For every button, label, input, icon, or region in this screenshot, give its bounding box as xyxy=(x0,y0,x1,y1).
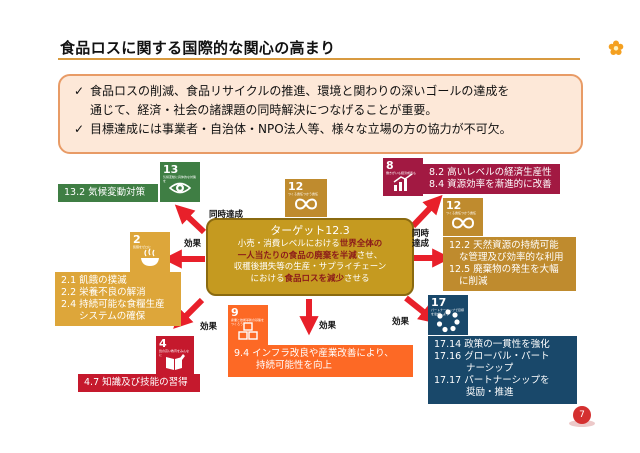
arrow-to-goal13 xyxy=(174,204,207,235)
simultaneous-achievement-tag-right: 同時 達成 xyxy=(412,229,430,249)
goal12-label: 12.2 天然資源の持続可能 な管理及び効率的な利用 12.5 廃棄物の発生を大… xyxy=(443,237,576,291)
arrow-to-goal17 xyxy=(404,295,438,324)
infinity-icon xyxy=(294,198,318,210)
goal17-icon-tile: 17 パートナーシップで目標を達成しよう xyxy=(428,295,468,335)
target-12-3-box: ターゲット12.3 小売・消費レベルにおける世界全体の 一人当たりの食品の廃棄を… xyxy=(206,218,414,296)
goal9-label: 9.4 インフラ改良や産業改善により、 持続可能性を向上 xyxy=(228,345,413,377)
arrow-to-goal4 xyxy=(173,297,205,329)
summary-box: ✓ 食品ロスの削減、食品リサイクルの推進、環境と関わりの深いゴールの達成を 通じ… xyxy=(58,74,583,154)
checkmark-icon: ✓ xyxy=(74,122,85,136)
target-heading: ターゲット12.3 xyxy=(270,224,350,237)
flower-decoration-icon xyxy=(608,40,624,55)
goal8-icon-tile: 8 働きがいも経済成長も xyxy=(383,158,423,196)
target-text-line: における食品ロスを減少させる xyxy=(250,273,370,284)
page-number: 7 xyxy=(573,406,591,424)
goal17-label: 17.14 政策の一貫性を強化 17.16 グローバル・パート ナーシップ 17… xyxy=(428,336,577,404)
book-pencil-icon xyxy=(166,354,185,370)
target-text-line: 小売・消費レベルにおける世界全体の xyxy=(237,239,383,249)
infinity-icon xyxy=(451,217,475,229)
title-underline xyxy=(58,58,580,60)
goal4-label: 4.7 知識及び技能の習得 xyxy=(78,374,200,392)
arrow-to-goal8 xyxy=(410,194,443,229)
goal8-label: 8.2 高いレベルの経済生産性 8.4 資源効率を漸進的に改善 xyxy=(423,164,560,194)
effect-tag-bottom-left: 効果 xyxy=(200,322,218,332)
summary-bullet-text: 食品ロスの削減、食品リサイクルの推進、環境と関わりの深いゴールの達成を xyxy=(90,84,510,98)
effect-tag-bottom-center: 効果 xyxy=(319,321,337,331)
goal9-icon-tile: 9 産業と技術革新の基盤をつくろう xyxy=(228,305,268,345)
bowl-icon xyxy=(141,248,159,266)
partnership-ring-icon xyxy=(436,309,460,333)
summary-bullet-continuation: 通じて、経済・社会の諸課題の同時解決につなげることが重要。 xyxy=(90,103,438,117)
effect-tag-left: 効果 xyxy=(184,239,202,249)
goal13-icon-tile: 13 気候変動に具体的な対策を xyxy=(160,162,200,202)
goal2-icon-tile: 2 飢餓をゼロに xyxy=(130,232,170,272)
goal12-right-icon-tile: 12 つくる責任つかう責任 xyxy=(443,198,483,236)
goal4-icon-tile: 4 質の高い教育をみんなに xyxy=(156,336,194,374)
target-text-line: 収穫後損失等の生産・サプライチェーン xyxy=(233,262,387,272)
page-title: 食品ロスに関する国際的な関心の高まり xyxy=(60,39,336,57)
growth-chart-icon xyxy=(393,174,413,191)
summary-bullet: ✓ 目標達成には事業者・自治体・NPO法人等、様々な立場の方の協力が不可欠。 xyxy=(74,120,571,139)
checkmark-icon: ✓ xyxy=(74,84,85,98)
goal2-label: 2.1 飢餓の撲滅 2.2 栄養不良の解消 2.4 持続可能な食糧生産 システム… xyxy=(55,272,181,326)
goal12-top-icon-tile: 12 つくる責任つかう責任 xyxy=(285,179,327,217)
effect-tag-bottom-right: 効果 xyxy=(392,317,410,327)
eye-globe-icon xyxy=(169,182,191,194)
cubes-icon xyxy=(238,322,258,340)
simultaneous-achievement-tag-top: 同時達成 xyxy=(209,210,244,220)
target-text-line: 一人当たりの食品の廃棄を半減させ、 xyxy=(237,250,383,261)
summary-bullet-text: 目標達成には事業者・自治体・NPO法人等、様々な立場の方の協力が不可欠。 xyxy=(90,122,512,136)
summary-bullet: ✓ 食品ロスの削減、食品リサイクルの推進、環境と関わりの深いゴールの達成を xyxy=(74,82,571,101)
goal13-label: 13.2 気候変動対策 xyxy=(58,184,158,202)
